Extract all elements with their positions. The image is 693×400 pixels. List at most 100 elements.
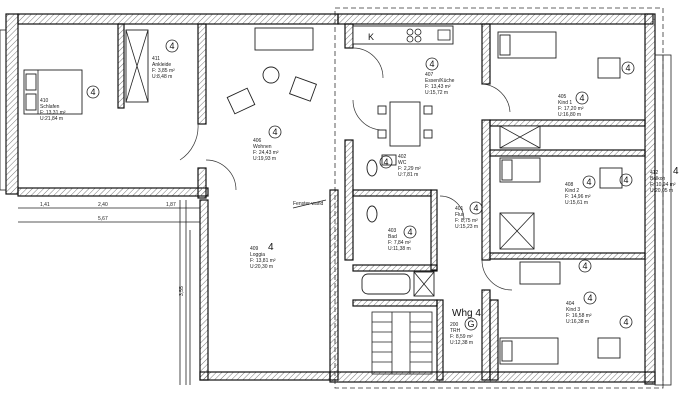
svg-text:3,55: 3,55 [179, 286, 185, 296]
room-wc: 402 WC F: 2,29 m² U:7,81 m 4 [379, 154, 421, 178]
apartment-label: Whg 4 [452, 308, 481, 319]
svg-text:4: 4 [407, 227, 412, 237]
balcony-rails [0, 29, 672, 386]
room-loggia: 409 Loggia F: 13,81 m² U:20,30 m 4 Fenst… [250, 199, 327, 270]
svg-text:F: 8,75 m²: F: 8,75 m² [455, 218, 478, 224]
svg-text:4: 4 [586, 177, 591, 187]
svg-text:TRH: TRH [450, 328, 461, 334]
svg-text:G: G [467, 319, 474, 329]
room-balkon: 412 Balkon F: 10,94 m² U:20,05 m 4 [650, 166, 679, 194]
svg-text:407: 407 [425, 72, 434, 78]
svg-text:1,41: 1,41 [40, 202, 50, 208]
room-wohnen: 406 Wohnen F: 24,43 m² U:19,93 m 4 [253, 125, 282, 162]
svg-text:402: 402 [398, 154, 407, 160]
living-furniture [226, 27, 317, 115]
bed-kind3 [499, 261, 621, 365]
svg-text:U:16,38 m: U:16,38 m [566, 319, 589, 325]
kitchen-counter [352, 25, 454, 45]
svg-text:4: 4 [587, 293, 592, 303]
svg-text:F: 10,94 m²: F: 10,94 m² [650, 182, 676, 188]
svg-text:404: 404 [566, 301, 575, 307]
wardrobe-kind1 [499, 125, 541, 149]
svg-text:F: 14,96 m²: F: 14,96 m² [565, 194, 591, 200]
svg-text:Kind 3: Kind 3 [566, 307, 580, 313]
svg-text:F: 13,81 m²: F: 13,81 m² [250, 258, 276, 264]
svg-text:412: 412 [650, 170, 659, 176]
svg-text:Kind 2: Kind 2 [565, 188, 579, 194]
room-flur: 401 Flur F: 8,75 m² U:15,23 m 4 [455, 201, 483, 230]
room-kind3: 404 Kind 3 F: 16,58 m² U:16,38 m 4 4 4 [566, 259, 633, 329]
svg-text:Essen/Küche: Essen/Küche [425, 78, 455, 84]
bed-schlafen [23, 69, 83, 115]
bed-kind1 [497, 31, 621, 79]
svg-text:F: 24,43 m²: F: 24,43 m² [253, 150, 279, 156]
svg-text:U:7,81 m: U:7,81 m [398, 172, 418, 178]
stairs [371, 311, 433, 375]
svg-text:U:20,05 m: U:20,05 m [650, 188, 673, 194]
dimension-lines [18, 207, 200, 385]
svg-text:403: 403 [388, 228, 397, 234]
svg-text:4: 4 [673, 166, 679, 177]
svg-text:Flur: Flur [455, 212, 464, 218]
svg-text:1,87: 1,87 [166, 202, 176, 208]
wardrobe-ankleide [125, 29, 149, 103]
svg-text:F: 17,20 m²: F: 17,20 m² [558, 106, 584, 112]
svg-text:Loggia: Loggia [250, 252, 265, 258]
svg-text:U:16,80 m: U:16,80 m [558, 112, 581, 118]
svg-text:F: 13,43 m²: F: 13,43 m² [425, 84, 451, 90]
svg-text:4: 4 [623, 317, 628, 327]
svg-text:4: 4 [473, 203, 478, 213]
room-kind1: 405 Kind 1 F: 17,20 m² U:16,80 m 4 4 [558, 61, 635, 118]
svg-text:U:20,30 m: U:20,30 m [250, 264, 273, 270]
svg-text:WC: WC [398, 160, 407, 166]
svg-text:U:15,61 m: U:15,61 m [565, 200, 588, 206]
svg-text:U:11,38 m: U:11,38 m [388, 246, 411, 252]
svg-text:4: 4 [623, 175, 628, 185]
svg-text:5,67: 5,67 [98, 216, 108, 222]
room-treppe: 200 TRH F: 8,59 m² U:12,38 m G [450, 317, 478, 346]
svg-text:F: 7,84 m²: F: 7,84 m² [388, 240, 411, 246]
svg-text:Whg 4: Whg 4 [452, 308, 481, 319]
svg-text:Wohnen: Wohnen [253, 144, 272, 150]
svg-text:4: 4 [272, 127, 277, 137]
svg-text:409: 409 [250, 246, 259, 252]
svg-text:Kind 1: Kind 1 [558, 100, 572, 106]
dimension-labels: 1,41 2,40 1,87 5,67 3,55 [40, 202, 185, 296]
room-kind2: 408 Kind 2 F: 14,96 m² U:15,61 m 4 4 [565, 173, 633, 206]
interior-walls [117, 23, 646, 381]
door-swings [179, 47, 513, 291]
svg-text:4: 4 [169, 41, 174, 51]
svg-text:Balkon: Balkon [650, 176, 666, 182]
svg-text:411: 411 [152, 56, 160, 62]
svg-text:410: 410 [40, 98, 49, 104]
svg-text:4: 4 [582, 261, 587, 271]
svg-text:2,40: 2,40 [98, 202, 108, 208]
bathroom-fixtures [361, 154, 435, 297]
svg-text:U:12,38 m: U:12,38 m [450, 340, 473, 346]
svg-text:408: 408 [565, 182, 574, 188]
svg-text:F: 3,85 m²: F: 3,85 m² [152, 68, 175, 74]
svg-text:Bad: Bad [388, 234, 397, 240]
svg-text:4: 4 [90, 87, 95, 97]
room-bad: 403 Bad F: 7,84 m² U:11,38 m 4 [388, 225, 417, 252]
svg-text:Schlafen: Schlafen [40, 104, 60, 110]
svg-text:F: 2,29 m²: F: 2,29 m² [398, 166, 421, 172]
svg-text:U:15,23 m: U:15,23 m [455, 224, 478, 230]
outer-walls [5, 13, 656, 385]
svg-text:K: K [368, 32, 374, 42]
svg-text:4: 4 [429, 59, 434, 69]
svg-text:401: 401 [455, 206, 464, 212]
svg-text:4: 4 [268, 242, 274, 253]
dining-table [377, 101, 433, 147]
svg-text:200: 200 [450, 322, 459, 328]
room-schlafen: 410 Schlafen F: 13,31 m² U:21,84 m 4 [40, 85, 100, 122]
svg-text:F: 16,58 m²: F: 16,58 m² [566, 313, 592, 319]
svg-text:F: 13,31 m²: F: 13,31 m² [40, 110, 66, 116]
svg-text:406: 406 [253, 138, 262, 144]
svg-text:405: 405 [558, 94, 567, 100]
svg-text:Ankleide: Ankleide [152, 62, 171, 68]
bed-kind2 [499, 157, 623, 250]
svg-text:4: 4 [625, 63, 630, 73]
svg-text:U:8,48 m: U:8,48 m [152, 74, 172, 80]
